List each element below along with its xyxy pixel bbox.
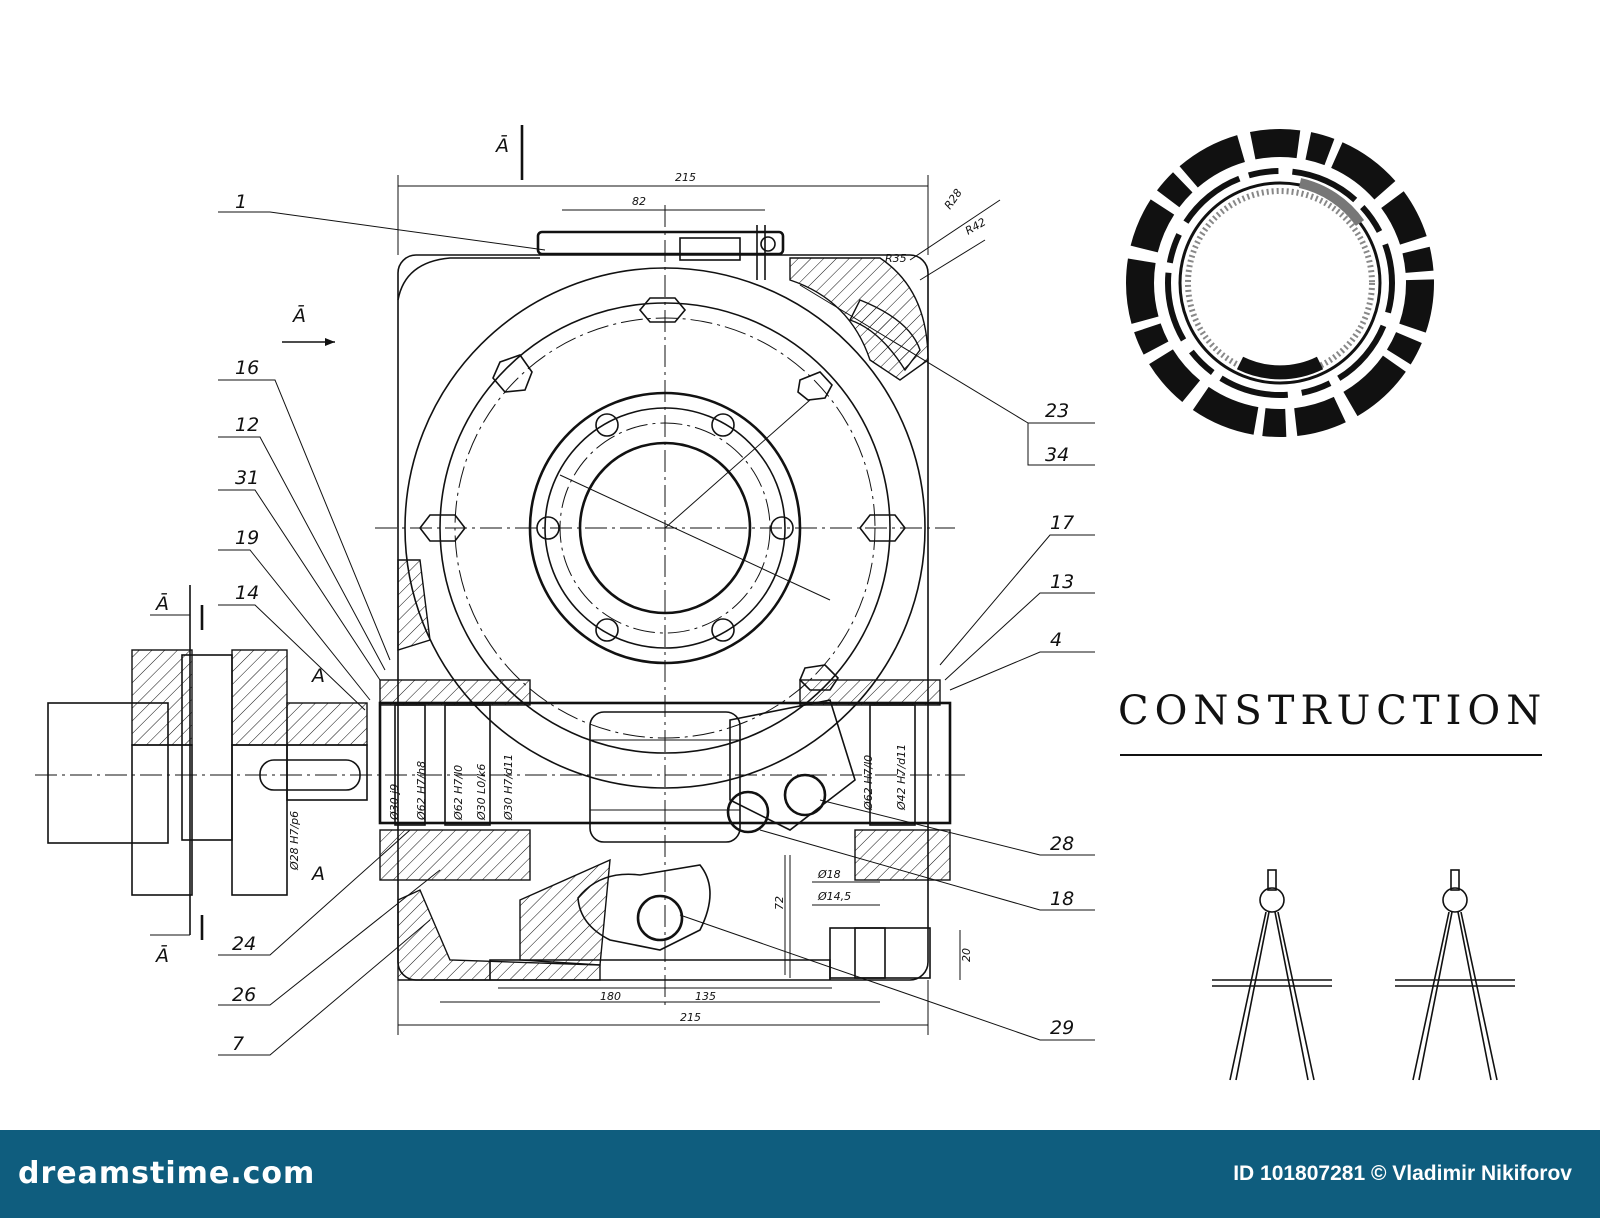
callout-12: 12 xyxy=(235,414,259,436)
fit-label: Ø30 j9 xyxy=(388,784,401,821)
dim-bottom-180: 180 xyxy=(600,990,621,1003)
dim-height-20: 20 xyxy=(960,948,973,962)
view-label: A xyxy=(310,863,325,885)
view-label: Ā xyxy=(154,943,169,967)
technical-drawing: Ā Ā Ā Ā A A 1 16 12 31 19 14 24 26 7 23 … xyxy=(35,125,1515,1081)
footer-credit: ID 101807281 © Vladimir Nikiforov xyxy=(1233,1162,1572,1185)
dim-top-width: 215 xyxy=(675,171,696,184)
drafting-compass-icon xyxy=(1212,869,1332,1081)
callout-16: 16 xyxy=(235,357,259,379)
worm-shaft xyxy=(35,679,965,951)
callout-18: 18 xyxy=(1050,888,1074,910)
view-label: A xyxy=(310,665,325,687)
top-cover xyxy=(536,225,785,280)
gear-ring-icon xyxy=(1126,129,1434,437)
dim-r42: R42 xyxy=(963,216,988,238)
callout-14: 14 xyxy=(235,582,259,604)
worm-wheel xyxy=(375,205,955,1010)
fit-label: Ø42 H7/d11 xyxy=(895,744,908,811)
dim-r35: R35 xyxy=(885,252,907,265)
fit-label: Ø62 H7/l0 xyxy=(862,755,875,811)
drafting-compass-icon xyxy=(1395,869,1515,1081)
dim-bottom-135: 135 xyxy=(695,990,716,1003)
title-underline xyxy=(1120,754,1542,756)
dim-d18: Ø18 xyxy=(817,868,841,881)
view-label: Ā xyxy=(494,133,509,157)
callout-13: 13 xyxy=(1050,571,1074,593)
view-label: Ā xyxy=(291,303,306,327)
fit-label: Ø62 H7/l0 xyxy=(452,765,465,821)
callout-4: 4 xyxy=(1050,629,1062,651)
dim-r28: R28 xyxy=(942,187,965,212)
fit-label: Ø30 L0/k6 xyxy=(475,764,488,821)
fit-label: Ø28 H7/p6 xyxy=(288,811,301,871)
callout-26: 26 xyxy=(232,984,256,1006)
fit-label: Ø62 H7/h8 xyxy=(415,761,428,821)
callout-29: 29 xyxy=(1050,1017,1074,1039)
footer-brand[interactable]: dreamstime.com xyxy=(18,1156,316,1191)
page-title: CONSTRUCTION xyxy=(1118,688,1548,734)
callout-31: 31 xyxy=(235,467,259,489)
dim-height-72: 72 xyxy=(773,896,786,910)
dimension-lines xyxy=(397,175,1001,1035)
callout-24: 24 xyxy=(232,933,256,955)
footer-bar: dreamstime.com ID 101807281 © Vladimir N… xyxy=(0,1130,1600,1218)
callout-19: 19 xyxy=(235,527,259,549)
section-markers xyxy=(200,125,524,940)
callout-28: 28 xyxy=(1050,833,1074,855)
leader-lines xyxy=(218,211,1095,1056)
view-label: Ā xyxy=(154,591,169,615)
callout-34: 34 xyxy=(1045,444,1069,466)
callout-17: 17 xyxy=(1050,512,1074,534)
dim-top-inner: 82 xyxy=(632,195,646,208)
coupling xyxy=(47,585,368,936)
housing-foot xyxy=(789,855,931,979)
dim-d145: Ø14,5 xyxy=(817,890,851,903)
callout-23: 23 xyxy=(1045,400,1069,422)
dim-bottom-width: 215 xyxy=(680,1011,701,1024)
callout-1: 1 xyxy=(235,191,247,213)
callout-7: 7 xyxy=(232,1033,244,1055)
fit-label: Ø30 H7/d11 xyxy=(502,754,515,821)
